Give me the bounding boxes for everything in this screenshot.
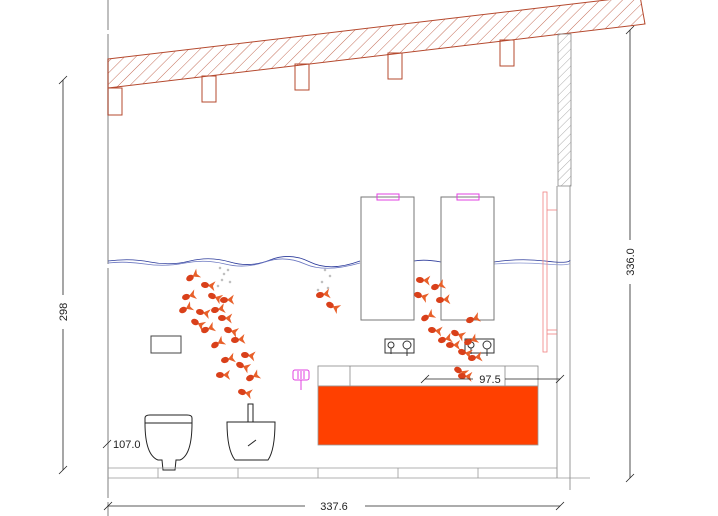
- faucet-left: [384, 338, 415, 356]
- bubble-icon: [218, 266, 222, 270]
- goldfish-icon: [431, 279, 447, 291]
- bubble-icon: [326, 286, 330, 290]
- goldfish-icon: [208, 292, 224, 305]
- goldfish-icon: [231, 333, 246, 344]
- bubbles: [216, 266, 332, 292]
- goldfish-icon: [218, 313, 233, 324]
- goldfish-icon: [421, 308, 437, 322]
- flush-plate: [150, 335, 182, 354]
- dimension-toilet-height: 107.0: [113, 439, 141, 451]
- goldfish-icon: [238, 388, 253, 400]
- dimension-right-height: 336.0: [625, 248, 637, 276]
- goldfish-icon: [246, 369, 262, 382]
- bubble-icon: [320, 280, 324, 284]
- mirror-left: [360, 196, 415, 321]
- goldfish-icon: [436, 294, 451, 305]
- goldfish-icon: [179, 301, 195, 314]
- goldfish-icon: [446, 340, 460, 350]
- dim-mask: [50, 295, 76, 329]
- goldfish-icon: [182, 289, 197, 301]
- goldfish-icon: [451, 329, 467, 342]
- bubble-icon: [328, 274, 332, 278]
- goldfish-icon: [414, 291, 430, 303]
- floor: [108, 467, 590, 479]
- mirror-light-left: [376, 193, 400, 201]
- mirror-right: [440, 196, 495, 321]
- goldfish-icon: [201, 281, 216, 292]
- goldfish-icon: [464, 333, 480, 346]
- bubble-icon: [323, 268, 327, 272]
- goldfish-icon: [224, 326, 240, 338]
- goldfish-icon: [466, 312, 482, 324]
- dimension-vanity-width: 97.5: [479, 374, 500, 386]
- goldfish-icon: [241, 351, 256, 362]
- bubble-icon: [228, 280, 232, 284]
- toilet: [144, 414, 193, 471]
- electrical-outlet: [292, 369, 310, 390]
- vanity-cabinet: [317, 385, 539, 446]
- right-wall-hatched: [557, 33, 572, 187]
- bubble-icon: [226, 268, 230, 272]
- goldfish-icon: [196, 308, 211, 319]
- mirror-light-right: [456, 193, 480, 201]
- bubble-icon: [316, 288, 320, 292]
- dim-mask: [305, 499, 365, 513]
- roof-slab: [107, 0, 646, 89]
- bubble-icon: [220, 278, 224, 282]
- goldfish-icon: [220, 294, 235, 305]
- bidet: [226, 403, 276, 461]
- goldfish-icon: [186, 268, 202, 282]
- goldfish-icon: [221, 352, 236, 364]
- goldfish-icon: [316, 288, 331, 299]
- goldfish-icon: [211, 335, 227, 349]
- dimension-total-width: 337.6: [320, 501, 348, 513]
- dimension-left-height: 298: [58, 303, 70, 321]
- roof-beams: [107, 39, 515, 116]
- water-surface: [107, 256, 571, 269]
- towel-rail: [542, 191, 557, 353]
- goldfish-icon: [326, 301, 342, 314]
- goldfish-icon: [438, 332, 453, 344]
- goldfish-icon: [458, 348, 473, 360]
- goldfish-icon: [191, 318, 207, 331]
- goldfish-icon: [416, 275, 431, 286]
- bubble-icon: [222, 272, 226, 276]
- goldfish-school: [179, 268, 483, 400]
- bubble-icon: [216, 284, 220, 288]
- goldfish-icon: [468, 351, 483, 362]
- goldfish-icon: [211, 303, 226, 314]
- goldfish-icon: [201, 321, 217, 334]
- goldfish-icon: [428, 326, 443, 337]
- goldfish-icon: [216, 369, 231, 380]
- dim-mask: [617, 240, 643, 284]
- goldfish-icon: [236, 361, 252, 374]
